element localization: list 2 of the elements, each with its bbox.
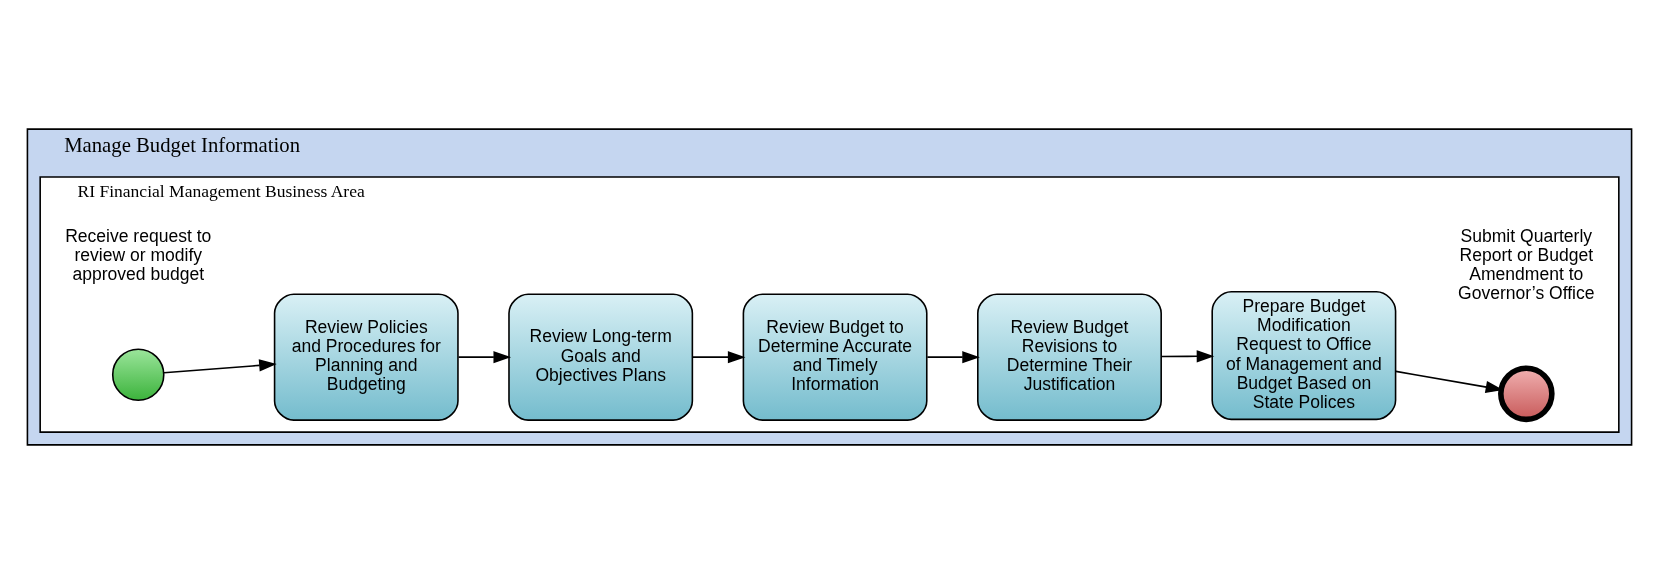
node-label: Receive request to review or modify approved budget [65, 225, 212, 284]
node-label: Submit Quarterly Report or Budget Amendment to Governor’s Office [1458, 225, 1595, 303]
